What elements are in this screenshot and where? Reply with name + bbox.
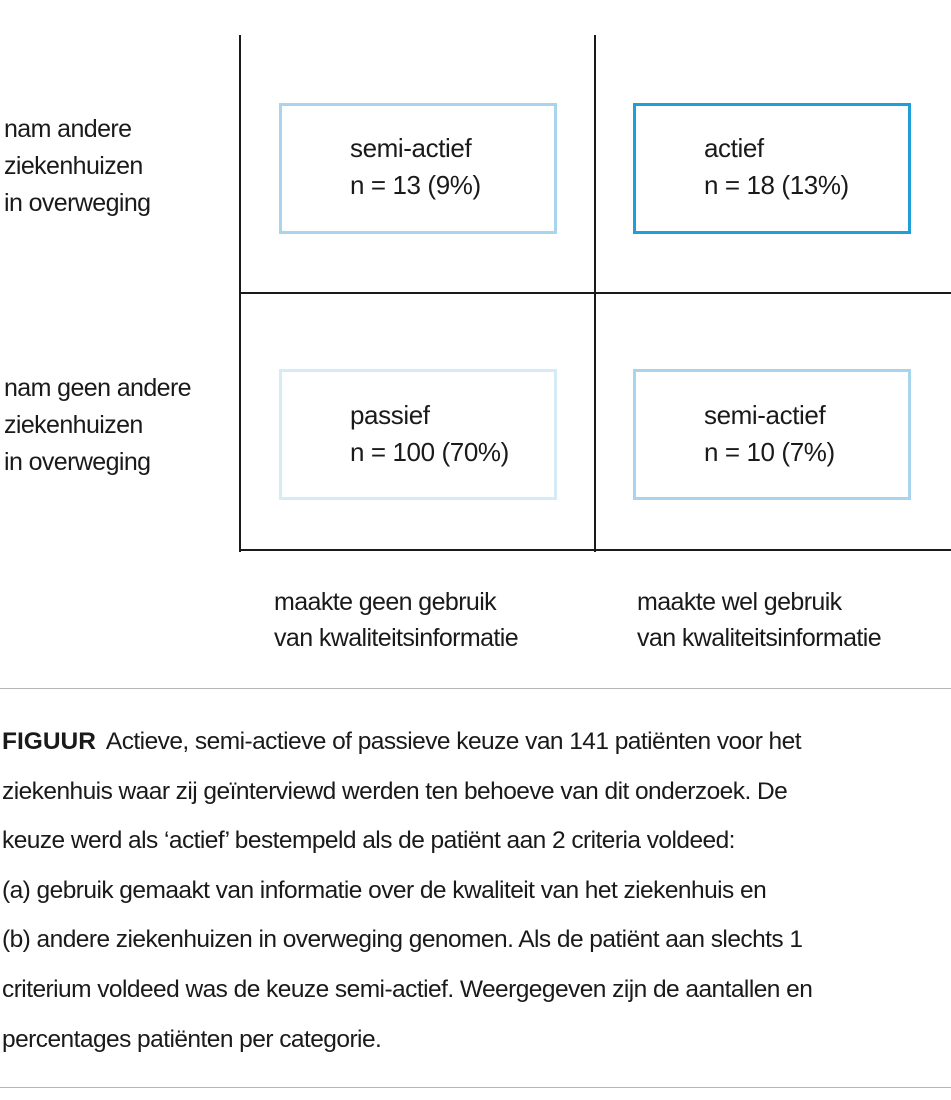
caption-top-rule [0, 688, 951, 689]
cell-box-bottom-right [633, 369, 911, 500]
cell-count: n = 100 (70%) [350, 437, 509, 467]
row-label-considered-other-hospitals: nam andere ziekenhuizen in overweging [4, 111, 151, 222]
col-label-line: van kwaliteitsinformatie [637, 624, 882, 652]
col-label-line: maakte geen gebruik [274, 588, 497, 616]
row-label-line: nam andere [4, 115, 132, 143]
caption-line: criterium voldeed was de keuze semi-acti… [2, 975, 813, 1003]
row-label-no-other-hospitals: nam geen andere ziekenhuizen in overwegi… [4, 370, 192, 481]
center-horizontal-line [239, 292, 951, 294]
row-label-line: in overweging [4, 189, 151, 217]
col-label-used-quality-info: maakte wel gebruik van kwaliteitsinforma… [637, 584, 882, 656]
cell-category: semi-actief [350, 133, 472, 163]
caption-label: FIGUUR [2, 728, 96, 755]
col-label-line: van kwaliteitsinformatie [274, 624, 519, 652]
cell-category: passief [350, 400, 430, 430]
caption-line: (a) gebruik gemaakt van informatie over … [2, 876, 767, 904]
caption-line: (b) andere ziekenhuizen in overweging ge… [2, 926, 803, 954]
cell-category: semi-actief [704, 400, 826, 430]
caption-bottom-rule [0, 1087, 951, 1088]
cell-active: actief n = 18 (13%) [704, 130, 849, 204]
cell-count: n = 13 (9%) [350, 170, 481, 200]
cell-box-top-right [633, 103, 911, 234]
row-label-line: ziekenhuizen [4, 152, 143, 180]
cell-box-top-left [279, 103, 557, 234]
col-label-no-quality-info: maakte geen gebruik van kwaliteitsinform… [274, 584, 519, 656]
col-label-line: maakte wel gebruik [637, 588, 842, 616]
cell-category: actief [704, 133, 764, 163]
cell-box-bottom-left [279, 369, 557, 500]
row-label-line: in overweging [4, 448, 151, 476]
cell-passive: passief n = 100 (70%) [350, 397, 509, 471]
cell-semi-active-bottom: semi-actief n = 10 (7%) [704, 397, 835, 471]
caption-line: FIGUUR Actieve, semi-actieve of passieve … [2, 717, 947, 767]
bottom-axis-line [239, 549, 951, 551]
caption-line: keuze werd als ‘actief’ bestempeld als d… [2, 827, 736, 855]
row-label-line: nam geen andere [4, 374, 192, 402]
cell-count: n = 18 (13%) [704, 170, 849, 200]
cell-semi-active-top: semi-actief n = 13 (9%) [350, 130, 481, 204]
cell-count: n = 10 (7%) [704, 437, 835, 467]
figure-caption: FIGUUR Actieve, semi-actieve of passieve … [2, 717, 947, 1064]
caption-line: ziekenhuis waar zij geïnterviewd werden … [2, 777, 788, 805]
row-label-line: ziekenhuizen [4, 411, 143, 439]
caption-line: percentages patiënten per categorie. [2, 1025, 382, 1053]
caption-text: Actieve, semi-actieve of passieve keuze … [105, 728, 802, 755]
